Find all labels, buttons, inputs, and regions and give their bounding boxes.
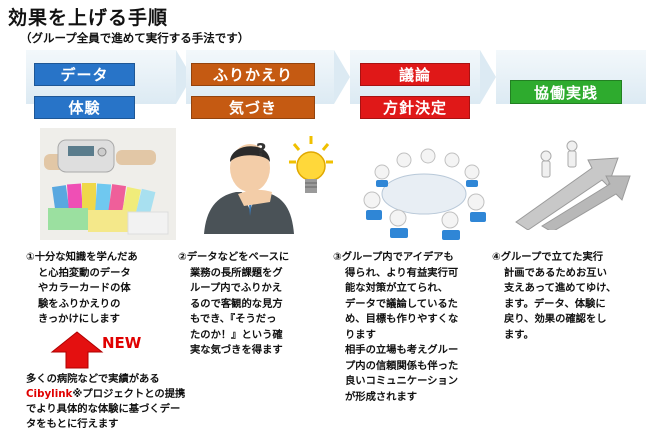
lightbulb-icon: [289, 136, 333, 193]
step-3-text: ③グループ内でアイデアも得られ、より有益実行可 能な対策が立てられ、データで議論…: [333, 251, 459, 403]
red-up-arrow-icon: [50, 331, 104, 369]
cibylink-note: 多くの病院などで実績がある Cibylink※プロジェクトとの提携 でより具体的…: [26, 373, 186, 430]
group-discussion-illustration: [363, 148, 486, 240]
question-mark: ?: [256, 140, 266, 161]
stage-experience-label: 体験: [34, 96, 135, 119]
page-title: 効果を上げる手順: [8, 7, 169, 29]
stage-awareness-label: 気づき: [191, 96, 315, 119]
cibylink-brand: Cibylink: [26, 388, 73, 400]
step-1-text: ①十分な知識を学んだあと心拍変動のデータ やカラーカードの体験をふりかえりの き…: [26, 251, 138, 325]
step-4-text: ④グループで立てた実行計画であるためお互い 支えあって進めてゆけ、ます。データ、…: [492, 251, 617, 341]
stage-reflection-label: ふりかえり: [191, 63, 315, 86]
stage-policy-label: 方針決定: [360, 96, 470, 119]
page-subtitle: （グループ全員で進めて実行する手法です）: [20, 31, 250, 45]
stage-discussion-label: 議論: [360, 63, 470, 86]
stage-data-label: データ: [34, 63, 135, 86]
heart-rate-device-illustration: [40, 128, 176, 240]
stage-collaboration-label: 協働実践: [510, 80, 622, 104]
collaboration-illustration: [515, 140, 631, 230]
step-2-text: ②データなどをベースに業務の長所課題をグ ループ内でふりかえるので客観的な見方 …: [178, 251, 290, 356]
thinking-person-illustration: ?: [204, 140, 294, 234]
new-badge: NEW: [102, 334, 142, 352]
